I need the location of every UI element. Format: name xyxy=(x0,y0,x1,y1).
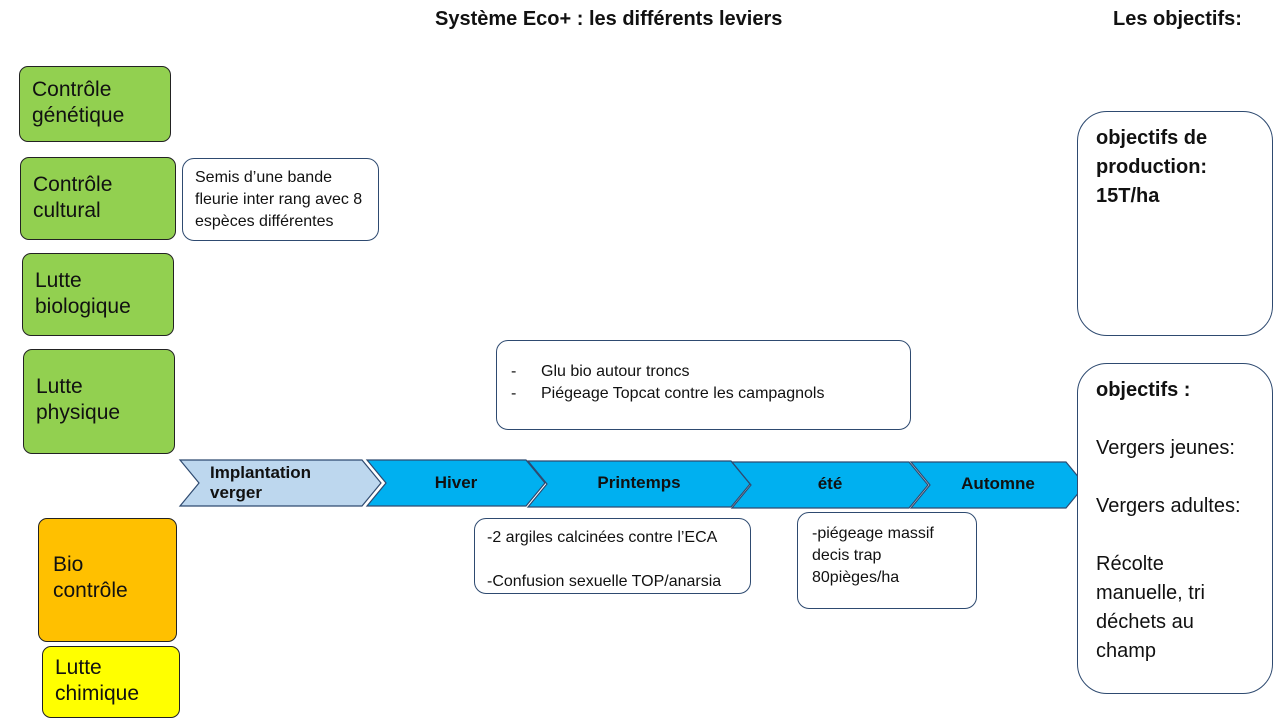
objectives-vergers-adultes: Vergers adultes: xyxy=(1096,495,1241,517)
objectives-production-box: objectifs de production: 15T/ha xyxy=(1077,111,1273,336)
stage-hiver-label: Hiver xyxy=(434,473,478,492)
lever-lutte-physique: Lutte physique xyxy=(23,349,175,454)
objectives-general-head: objectifs : xyxy=(1096,379,1191,401)
objectives-general-box: objectifs : Vergers jeunes: Vergers adul… xyxy=(1077,363,1273,694)
stage-ete-label: été xyxy=(817,474,843,493)
objectives-title: Les objectifs: xyxy=(1113,8,1242,30)
stage-printemps-label: Printemps xyxy=(597,473,681,492)
stage-implantation-arrow xyxy=(178,459,382,507)
stage-ete-arrow xyxy=(730,461,929,509)
lever-lutte-biologique: Lutte biologique xyxy=(22,253,174,336)
note-printemps-line: -2 argiles calcinées contre l’ECA xyxy=(487,529,718,546)
stage-automne-label: Automne xyxy=(961,474,1035,493)
stage-printemps-arrow xyxy=(526,460,751,508)
objectives-recolte: Récolte manuelle, tri déchets au champ xyxy=(1096,553,1205,662)
note-lutte-physique: Glu bio autour troncs Piégeage Topcat co… xyxy=(496,340,911,430)
stage-automne-arrow xyxy=(909,461,1086,509)
objectives-vergers-jeunes: Vergers jeunes: xyxy=(1096,437,1235,459)
stage-implantation-label: Implantation verger xyxy=(210,463,312,502)
page-title: Système Eco+ : les différents leviers xyxy=(435,8,783,30)
lever-bio-controle: Bio contrôle xyxy=(38,518,177,642)
objectives-production-text: objectifs de production: 15T/ha xyxy=(1096,127,1208,207)
lever-controle-genetique: Contrôle génétique xyxy=(19,66,171,142)
note-physique-item: Piégeage Topcat contre les campagnols xyxy=(509,383,898,405)
stage-hiver-arrow xyxy=(365,459,546,507)
lever-controle-cultural: Contrôle cultural xyxy=(20,157,176,240)
note-printemps: -2 argiles calcinées contre l’ECA -Confu… xyxy=(474,518,751,594)
note-controle-cultural: Semis d’une bande fleurie inter rang ave… xyxy=(182,158,379,241)
note-physique-item: Glu bio autour troncs xyxy=(509,361,898,383)
note-ete: -piégeage massif decis trap 80pièges/ha xyxy=(797,512,977,609)
lever-lutte-chimique: Lutte chimique xyxy=(42,646,180,718)
note-printemps-line: -Confusion sexuelle TOP/anarsia xyxy=(487,573,722,590)
